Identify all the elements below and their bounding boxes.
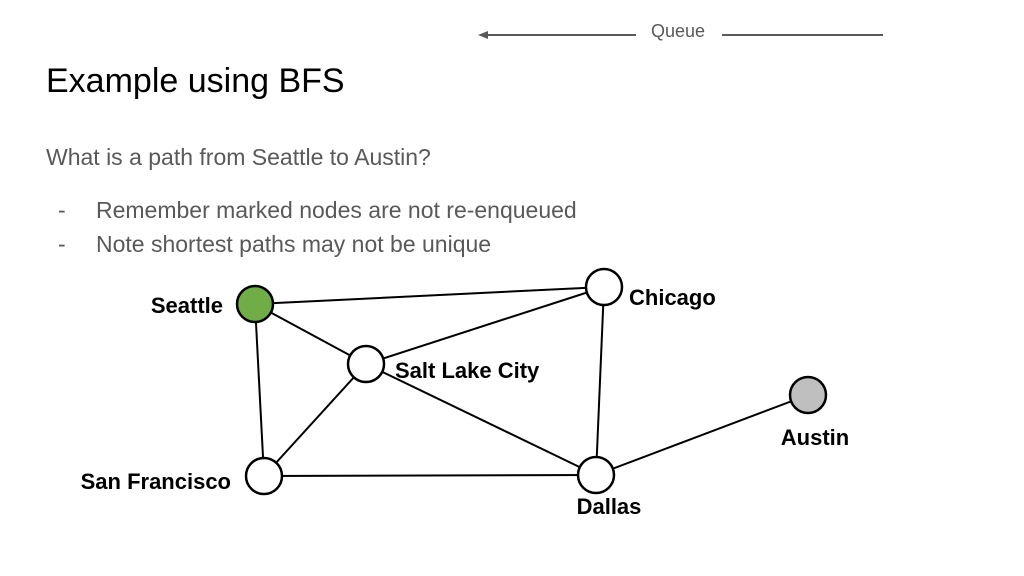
bullet-item: - Note shortest paths may not be unique <box>58 230 577 264</box>
edge-saltlake-chicago <box>365 286 605 365</box>
node-label-saltlake: Salt Lake City <box>395 358 540 383</box>
node-label-dallas: Dallas <box>577 494 642 519</box>
edge-saltlake-sanfrancisco <box>263 363 367 477</box>
node-label-seattle: Seattle <box>151 293 223 318</box>
bullet-text: Note shortest paths may not be unique <box>96 231 492 257</box>
bullet-text: Remember marked nodes are not re-enqueue… <box>96 197 577 223</box>
bullet-list: - Remember marked nodes are not re-enqueu… <box>58 196 577 264</box>
node-label-austin: Austin <box>781 425 849 450</box>
node-label-sanfrancisco: San Francisco <box>81 469 231 494</box>
graph-nodes <box>235 267 828 496</box>
node-saltlake <box>346 344 386 384</box>
node-seattle <box>235 284 275 324</box>
node-dallas <box>576 455 616 495</box>
node-chicago <box>584 267 624 307</box>
edge-seattle-saltlake <box>254 303 367 365</box>
edge-seattle-chicago <box>254 286 605 305</box>
node-sanfrancisco <box>244 456 284 496</box>
node-austin <box>788 375 828 415</box>
edge-seattle-sanfrancisco <box>254 303 265 477</box>
edge-sanfrancisco-dallas <box>263 474 597 477</box>
node-labels: Seattle Chicago Salt Lake City Austin Sa… <box>81 285 850 519</box>
bullet-marker: - <box>58 231 66 257</box>
slide-title: Example using BFS <box>46 62 345 100</box>
edge-dallas-austin <box>595 394 809 476</box>
edge-saltlake-dallas <box>365 363 597 476</box>
edge-chicago-dallas <box>595 286 605 476</box>
node-label-chicago: Chicago <box>629 285 716 310</box>
bullet-item: - Remember marked nodes are not re-enqueu… <box>58 196 577 230</box>
queue-indicator <box>478 31 883 39</box>
slide-question: What is a path from Seattle to Austin? <box>46 144 431 170</box>
graph-edges <box>254 286 809 477</box>
bullet-marker: - <box>58 197 66 223</box>
queue-label: Queue <box>650 21 706 41</box>
queue-arrow-head <box>478 31 488 39</box>
